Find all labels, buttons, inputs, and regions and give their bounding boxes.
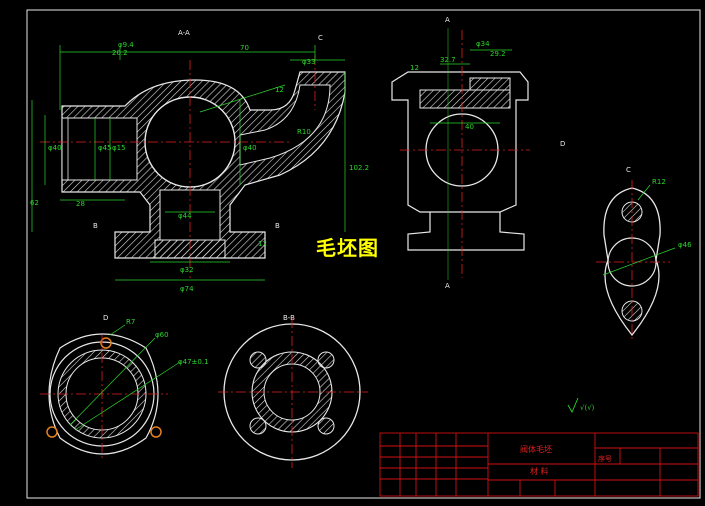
view-label-bb: B-B [283,314,295,322]
section-label-a-bottom: A [445,282,450,290]
section-view-aa: A-A C [30,29,369,293]
title-block-serial: 序号 [598,454,612,463]
roughness-text: √(√) [580,404,595,412]
view-label-d: D [103,314,108,322]
view-bb: B-B [218,314,368,468]
dim-r12: R12 [652,178,666,186]
dim-phi47: φ47±0.1 [178,358,209,366]
title-block [379,432,699,497]
dim-phi33: φ33 [302,58,316,66]
title-block-material: 材 料 [530,466,549,476]
section-label-d-arrow: D [560,140,565,148]
dim-102-2: 102.2 [349,164,369,172]
dim-29-2: 29.2 [490,50,506,58]
dim-phi34: φ34 [476,40,490,48]
flange-d-outline [48,333,159,455]
dim-20-2: 20.2 [112,49,128,57]
title-block-part-name: 阀体毛坯 [520,444,552,454]
dim-r7: R7 [126,318,135,326]
dim-32-7: 32.7 [440,56,456,64]
left-pipe-bore [61,117,138,181]
dim-phi9-4: φ9.4 [118,41,134,49]
view-c: C R12 φ46 [596,166,692,342]
dim-40: 40 [465,123,474,131]
dim-phi74: φ74 [180,285,194,293]
dim-28: 28 [76,200,85,208]
section-label-a-top: A [445,16,450,24]
dim-phi40: φ40 [48,144,62,152]
blank-drawing-title: 毛坯图 [316,236,379,260]
section-label-b-right: B [275,222,280,230]
dim-phi45: φ45 [98,144,112,152]
dim-phi44: φ44 [178,212,192,220]
section-label-aa: A-A [178,29,190,37]
dim-r10: R10 [297,128,311,136]
dim-12-top: 12 [410,64,419,72]
dim-phi60: φ60 [155,331,169,339]
side-body-outline [391,71,529,213]
section-label-c: C [318,34,323,42]
sheet-border [26,9,701,499]
side-view: A A D φ34 29.2 12 32.7 40 [391,16,565,290]
flange-c-outline [603,187,661,337]
dim-phi40b: φ40 [243,144,257,152]
view-label-c: C [626,166,631,174]
roughness-symbol: √(√) [567,397,595,414]
dim-phi15: φ15 [112,144,126,152]
view-d: D R7 φ60 φ47±0.1 [40,314,209,460]
dim-phi32: φ32 [180,266,194,274]
dim-12: 12 [275,86,284,94]
dim-70: 70 [240,44,249,52]
section-label-b-left: B [93,222,98,230]
dim-12b: 12 [258,240,267,248]
dim-62: 62 [30,199,39,207]
dim-phi46: φ46 [678,241,692,249]
